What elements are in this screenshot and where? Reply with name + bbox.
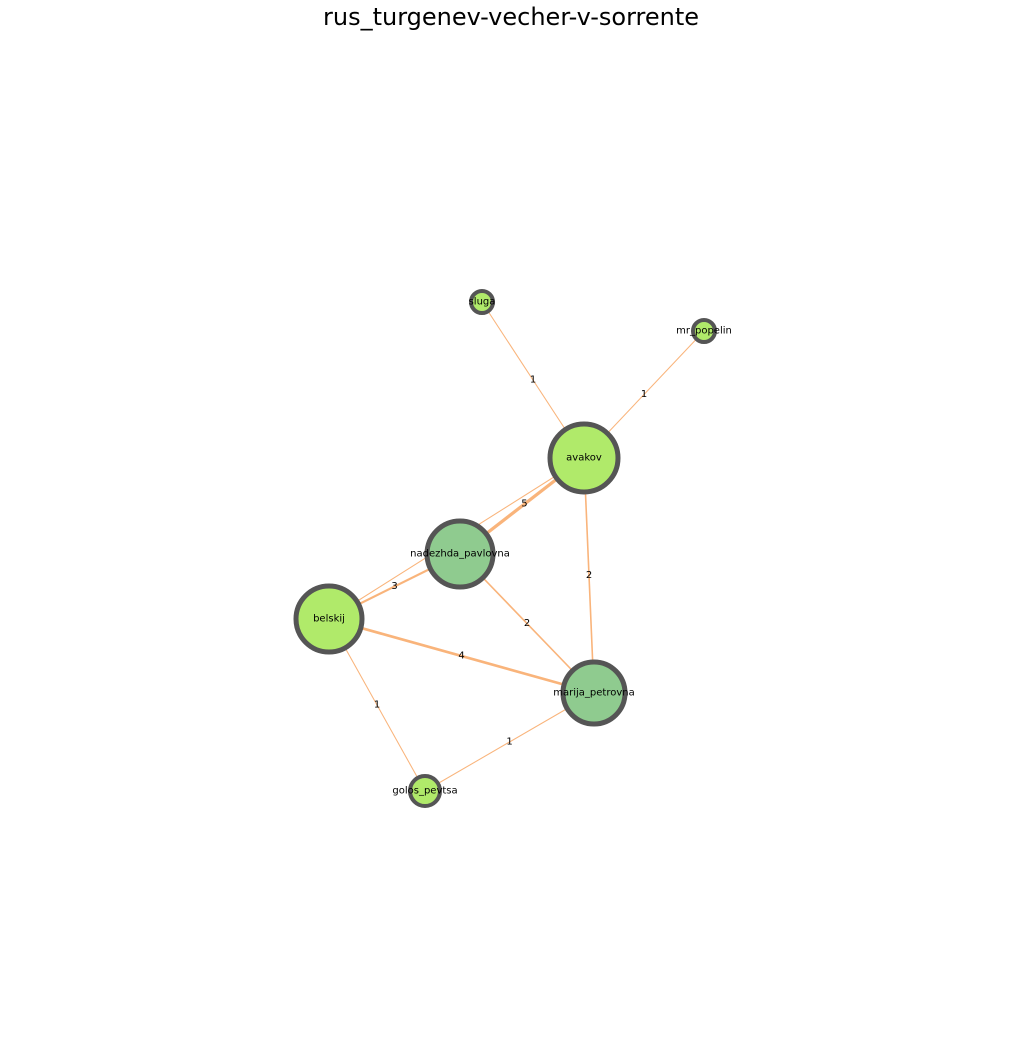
- node-label: nadezhda_pavlovna: [410, 549, 510, 560]
- edge-belskij-marija_petrovna: [328, 617, 595, 695]
- edges-layer: [328, 301, 705, 792]
- edge-weight-label: 1: [374, 700, 380, 711]
- node-circle: [560, 659, 628, 727]
- edge-labels-layer: 1 1 5 2 3 2 4 1 1: [374, 375, 647, 748]
- node-label: avakov: [566, 453, 602, 464]
- node-belskij: belskij: [293, 583, 365, 655]
- edge-weight-label: 1: [506, 737, 512, 748]
- node-label: mr_popelin: [676, 326, 732, 337]
- edge-avakov-marija_petrovna: [583, 457, 595, 694]
- edge-weight-label: 1: [641, 389, 647, 400]
- node-circle: [293, 583, 365, 655]
- node-marija_petrovna: marija_petrovna: [553, 659, 635, 727]
- edge-weight-label: 1: [530, 375, 536, 386]
- node-circle: [469, 289, 495, 315]
- node-circle: [547, 421, 621, 495]
- edge-weight-label: 3: [391, 581, 397, 592]
- node-avakov: avakov: [547, 421, 621, 495]
- node-circle: [408, 774, 442, 808]
- figure-title: rus_turgenev-vecher-v-sorrente: [322, 3, 700, 31]
- node-golos_pevtsa: golos_pevtsa: [392, 774, 458, 808]
- node-label: belskij: [313, 614, 345, 625]
- node-circle: [424, 518, 496, 590]
- node-circle: [691, 318, 717, 344]
- node-sluga: sluga: [469, 289, 496, 315]
- node-label: marija_petrovna: [553, 688, 634, 699]
- edge-weight-label: 2: [586, 570, 592, 581]
- node-mr_popelin: mr_popelin: [676, 318, 732, 344]
- node-label: sluga: [469, 297, 496, 308]
- edge-weight-label: 2: [524, 618, 530, 629]
- node-label: golos_pevtsa: [392, 786, 457, 797]
- edge-weight-label: 4: [458, 651, 464, 662]
- edge-weight-label: 5: [521, 499, 527, 510]
- node-nadezhda_pavlovna: nadezhda_pavlovna: [410, 518, 510, 590]
